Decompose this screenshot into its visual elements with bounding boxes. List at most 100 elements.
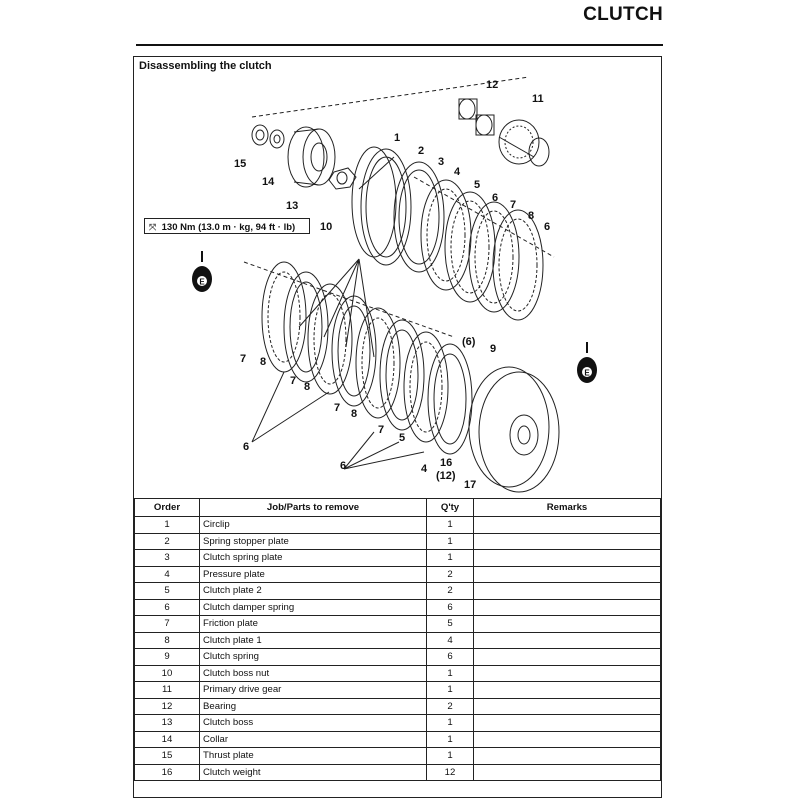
callout-6b: 6 — [544, 221, 550, 233]
thrust-plate-part — [251, 124, 285, 149]
cell-order: 16 — [134, 763, 200, 781]
cell-job: Spring stopper plate — [199, 532, 427, 550]
cell-order: 10 — [134, 664, 200, 682]
cell-job: Pressure plate — [199, 565, 427, 583]
torque-wrench-icon: ⤧ — [149, 222, 157, 232]
cell-remarks — [473, 516, 661, 534]
cell-qty: 1 — [426, 681, 474, 699]
oil-icon: E — [192, 251, 212, 292]
section-title: Disassembling the clutch — [139, 60, 272, 72]
cell-remarks — [473, 714, 661, 732]
callout-5b: 5 — [399, 432, 405, 444]
callout-5: 5 — [474, 179, 480, 191]
cell-remarks — [473, 615, 661, 633]
callout-13: 13 — [286, 200, 298, 212]
col-header-remarks: Remarks — [473, 498, 661, 517]
cell-remarks — [473, 532, 661, 550]
clutch-boss-nut-part — [328, 167, 357, 190]
cell-job: Clutch damper spring — [199, 598, 427, 616]
cell-remarks — [473, 681, 661, 699]
cell-qty: 1 — [426, 549, 474, 567]
cell-qty: 2 — [426, 582, 474, 600]
cell-order: 4 — [134, 565, 200, 583]
col-header-order: Order — [134, 498, 200, 517]
cell-qty: 1 — [426, 730, 474, 748]
primary-drive-gear-part — [498, 119, 550, 167]
cell-qty: 5 — [426, 615, 474, 633]
cell-remarks — [473, 549, 661, 567]
cell-job: Friction plate — [199, 615, 427, 633]
cell-order: 12 — [134, 697, 200, 715]
cell-order: 2 — [134, 532, 200, 550]
callout-4: 4 — [454, 166, 461, 178]
callout-8a: 8 — [260, 356, 266, 368]
table-header-row: Order Job/Parts to remove Q'ty Remarks — [134, 498, 661, 517]
cell-qty: 2 — [426, 565, 474, 583]
callout-1: 1 — [394, 132, 400, 144]
clutch-spring-plate-part — [393, 161, 445, 273]
cell-order: 11 — [134, 681, 200, 699]
cell-job: Clutch spring plate — [199, 549, 427, 567]
callout-12: 12 — [486, 79, 498, 91]
content-frame: Disassembling the clutch — [133, 56, 662, 798]
callout-14: 14 — [262, 176, 275, 188]
col-header-qty: Q'ty — [426, 498, 474, 517]
cell-job: Clutch weight — [199, 763, 427, 781]
cell-qty: 1 — [426, 516, 474, 534]
cell-qty: 6 — [426, 598, 474, 616]
cell-qty: 1 — [426, 714, 474, 732]
leader-line — [358, 156, 395, 190]
cell-order: 7 — [134, 615, 200, 633]
bearing-part — [458, 98, 495, 136]
callout-6c: 6 — [243, 441, 249, 453]
leader-line — [298, 258, 375, 358]
axis-guide-line — [251, 76, 530, 118]
upper-plate-stack — [420, 179, 544, 321]
callout-6d: 6 — [340, 460, 346, 472]
callout-17: 17 — [464, 479, 476, 491]
callout-7c: 7 — [334, 402, 340, 414]
callout-15: 15 — [234, 158, 246, 170]
callout-11: 11 — [532, 93, 544, 105]
clutch-housing-part — [468, 366, 560, 493]
cell-job: Clutch boss nut — [199, 664, 427, 682]
oil-icon: E — [577, 342, 597, 383]
leader-line — [251, 371, 330, 443]
cell-remarks — [473, 565, 661, 583]
callout-10: 10 — [320, 221, 332, 233]
callout-9-qty: (6) — [462, 336, 476, 348]
callout-16: 16 — [440, 457, 452, 469]
cell-remarks — [473, 697, 661, 715]
callout-7a: 7 — [240, 353, 246, 365]
callout-2: 2 — [418, 145, 424, 157]
callout-4b: 4 — [421, 463, 428, 475]
cell-remarks — [473, 763, 661, 781]
oil-mark-label: E — [199, 278, 205, 287]
cell-remarks — [473, 582, 661, 600]
cell-job: Collar — [199, 730, 427, 748]
callout-8: 8 — [528, 210, 534, 222]
cell-order: 8 — [134, 631, 200, 649]
cell-job: Thrust plate — [199, 747, 427, 765]
callout-7b: 7 — [290, 375, 296, 387]
spring-stopper-plate-part — [360, 148, 412, 266]
exploded-view-diagram: E E 1 2 3 4 5 6 7 8 6 12 11 15 14 13 10 … — [192, 76, 597, 493]
cell-remarks — [473, 598, 661, 616]
cell-qty: 2 — [426, 697, 474, 715]
cell-job: Bearing — [199, 697, 427, 715]
cell-job: Primary drive gear — [199, 681, 427, 699]
callout-7d: 7 — [378, 424, 384, 436]
cell-order: 9 — [134, 648, 200, 666]
cell-qty: 12 — [426, 763, 474, 781]
cell-order: 1 — [134, 516, 200, 534]
callout-6: 6 — [492, 192, 498, 204]
cell-qty: 1 — [426, 532, 474, 550]
